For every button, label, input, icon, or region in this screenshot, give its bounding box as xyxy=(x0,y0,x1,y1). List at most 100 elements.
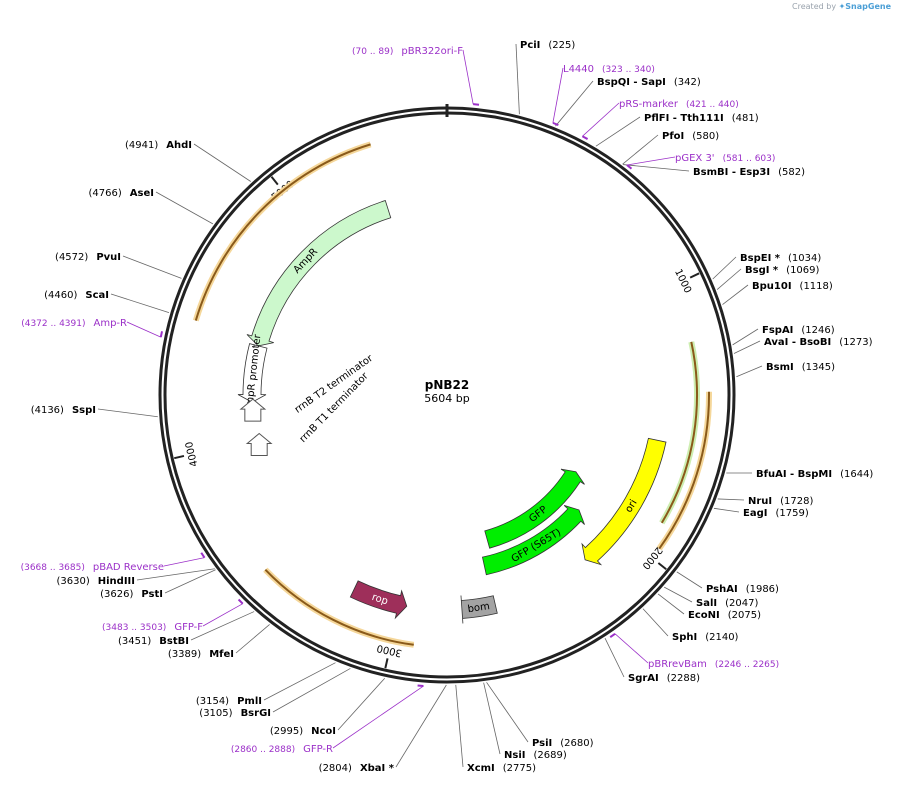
enzyme-text: (3451)BstBI xyxy=(118,636,189,647)
primer-name: GFP-R xyxy=(303,744,333,755)
enzyme-position: (1034) xyxy=(788,253,821,264)
enzyme-leader-line xyxy=(111,294,169,313)
enzyme-xbai[interactable]: (2804)XbaI * xyxy=(319,685,447,774)
enzyme-pvui[interactable]: (4572)PvuI xyxy=(55,252,181,278)
enzyme-name: BsmI xyxy=(766,362,794,373)
enzyme-name: FspAI xyxy=(762,325,793,336)
primer-text: (4372 .. 4391)Amp-R xyxy=(21,318,127,329)
tick-label-1000: 1000 xyxy=(672,267,693,295)
primer-name: pBR322ori-F xyxy=(401,46,463,57)
enzyme-position: (2680) xyxy=(560,738,593,749)
tick-mark-2000 xyxy=(658,563,666,569)
enzyme-name: SphI xyxy=(672,632,697,643)
enzyme-nsii[interactable]: NsiI(2689) xyxy=(484,683,567,761)
primer-l4440[interactable]: L4440(323 .. 340) xyxy=(553,64,655,125)
enzyme-position: (1118) xyxy=(800,281,833,292)
enzyme-position: (580) xyxy=(692,131,719,142)
enzyme-text: (3630)HindIII xyxy=(56,576,135,587)
primer-pbad-reverse[interactable]: (3668 .. 3685)pBAD Reverse xyxy=(21,553,205,573)
enzyme-name: PstI xyxy=(141,589,163,600)
enzyme-name: PvuI xyxy=(96,252,121,263)
enzyme-leader-line xyxy=(236,624,270,653)
enzyme-name: BsmBI - Esp3I xyxy=(693,167,770,178)
tick-mark-4000 xyxy=(174,456,184,458)
enzyme-leader-line xyxy=(623,135,658,164)
primer-text: (3483 .. 3503)GFP-F xyxy=(102,622,203,633)
enzyme-leader-line xyxy=(605,638,624,677)
enzyme-bsmi[interactable]: BsmI (1345) xyxy=(736,362,835,377)
enzyme-position: (2775) xyxy=(503,763,536,774)
enzyme-text: (4766)AseI xyxy=(89,188,154,199)
enzyme-name: EcoNI xyxy=(688,610,720,621)
primer-amp-r[interactable]: (4372 .. 4391)Amp-R xyxy=(21,318,162,337)
primer-mark xyxy=(418,686,424,687)
enzyme-ncoi[interactable]: (2995)NcoI xyxy=(270,678,385,737)
enzyme-leader-line xyxy=(643,609,668,636)
enzyme-position: (2140) xyxy=(705,632,738,643)
enzyme-leader-line xyxy=(734,341,760,354)
enzyme-leader-line xyxy=(677,572,702,588)
primer-text: (70 .. 89)pBR322ori-F xyxy=(352,46,463,57)
enzyme-bsmbi-esp3i[interactable]: BsmBI - Esp3I (582) xyxy=(623,165,805,178)
primer-pbr322ori-f[interactable]: (70 .. 89)pBR322ori-F xyxy=(352,46,479,105)
tick-mark-3000 xyxy=(385,658,387,668)
primer-name: pGEX 3' xyxy=(675,153,715,164)
enzyme-name: PciI xyxy=(520,40,540,51)
enzyme-pmli[interactable]: (3154)PmlI xyxy=(196,663,336,707)
enzyme-psii[interactable]: PsiI(2680) xyxy=(487,682,594,749)
enzyme-pshai[interactable]: PshAI(1986) xyxy=(677,572,779,595)
enzyme-position: (4460) xyxy=(44,290,77,301)
enzyme-position: (2689) xyxy=(533,750,566,761)
enzyme-leader-line xyxy=(736,366,762,377)
enzyme-bsrgi[interactable]: (3105)BsrGI xyxy=(199,668,350,719)
enzyme-name: AhdI xyxy=(166,140,192,151)
enzyme-text: PshAI(1986) xyxy=(706,584,779,595)
primer-leader-line xyxy=(127,322,161,337)
enzyme-name: NruI xyxy=(748,496,772,507)
enzyme-text: FspAI(1246) xyxy=(762,325,835,336)
enzyme-name: XbaI * xyxy=(360,763,395,774)
enzyme-position: (481) xyxy=(732,113,759,124)
enzyme-name: PflFI - Tth111I xyxy=(644,113,724,124)
enzyme-asei[interactable]: (4766)AseI xyxy=(89,188,213,224)
enzyme-name: NcoI xyxy=(311,726,336,737)
enzyme-position: (582) xyxy=(778,167,805,178)
enzyme-leader-line xyxy=(156,192,213,224)
enzyme-bfuai-bspmi[interactable]: BfuAI - BspMI(1644) xyxy=(726,469,873,480)
enzyme-position: (1345) xyxy=(802,362,835,373)
credit-prefix: Created by xyxy=(792,2,836,11)
enzyme-position: (2288) xyxy=(667,673,700,684)
enzyme-avai-bsobi[interactable]: AvaI - BsoBI(1273) xyxy=(734,337,873,354)
enzyme-eagi[interactable]: EagI(1759) xyxy=(714,508,809,519)
primer-text: pGEX 3'(581 .. 603) xyxy=(675,153,775,164)
primer-range: (323 .. 340) xyxy=(602,65,655,75)
enzyme-text: BspEI *(1034) xyxy=(740,253,821,264)
enzyme-position: (1273) xyxy=(839,337,872,348)
plasmid-name: pNB22 xyxy=(425,378,469,392)
enzyme-sspi[interactable]: (4136)SspI xyxy=(31,405,158,417)
primer-gfp-f[interactable]: (3483 .. 3503)GFP-F xyxy=(102,599,243,633)
enzyme-name: XcmI xyxy=(467,763,495,774)
enzyme-leader-line xyxy=(713,257,736,279)
enzyme-text: SgrAI(2288) xyxy=(628,673,700,684)
enzyme-leader-line xyxy=(718,499,744,500)
enzyme-text: (3105)BsrGI xyxy=(199,708,271,719)
enzyme-name: BstBI xyxy=(159,636,189,647)
primer-mark xyxy=(582,136,587,139)
primer-name: pBAD Reverse xyxy=(93,562,164,573)
enzyme-pcii[interactable]: PciI(225) xyxy=(516,40,575,114)
enzyme-name: SalI xyxy=(696,598,717,609)
enzyme-leader-line xyxy=(487,682,528,742)
primer-text: pRS-marker(421 .. 440) xyxy=(619,99,739,110)
enzyme-text: (4460)ScaI xyxy=(44,290,109,301)
enzyme-text: (4136)SspI xyxy=(31,405,96,416)
enzyme-bpu10i[interactable]: Bpu10I(1118) xyxy=(723,281,833,305)
enzyme-ahdi[interactable]: (4941)AhdI xyxy=(125,140,251,182)
feature-ori[interactable] xyxy=(582,438,666,564)
enzyme-scai[interactable]: (4460)ScaI xyxy=(44,290,169,313)
enzyme-nrui[interactable]: NruI(1728) xyxy=(718,496,814,507)
primer-leader-line xyxy=(203,604,243,626)
primer-leader-line xyxy=(333,686,423,748)
enzyme-name: BsgI * xyxy=(745,265,779,276)
feature-ampr[interactable] xyxy=(247,201,391,346)
